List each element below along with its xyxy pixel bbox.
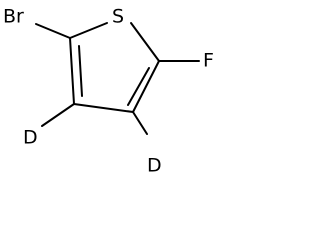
bond-c5-c4 [132,60,160,113]
bond-c3-c2-inner [78,45,83,97]
bond-s1-c5 [130,22,160,62]
atom-label-deuterium-4: D [147,155,162,177]
bond-c4-c3 [73,103,134,113]
atom-label-fluorine: F [203,50,214,72]
atom-label-sulfur: S [112,6,124,28]
atom-label-bromine: Br [3,6,24,28]
bond-c4-d [132,111,148,135]
bond-c2-s1 [69,22,108,39]
structure-diagram: S Br F D D [3,6,214,177]
bond-c5-c4-inner [127,67,150,106]
atom-label-deuterium-3: D [23,127,38,149]
bond-c3-c2 [69,37,75,105]
bond-c3-d [41,103,75,127]
bond-c2-br [35,23,71,39]
